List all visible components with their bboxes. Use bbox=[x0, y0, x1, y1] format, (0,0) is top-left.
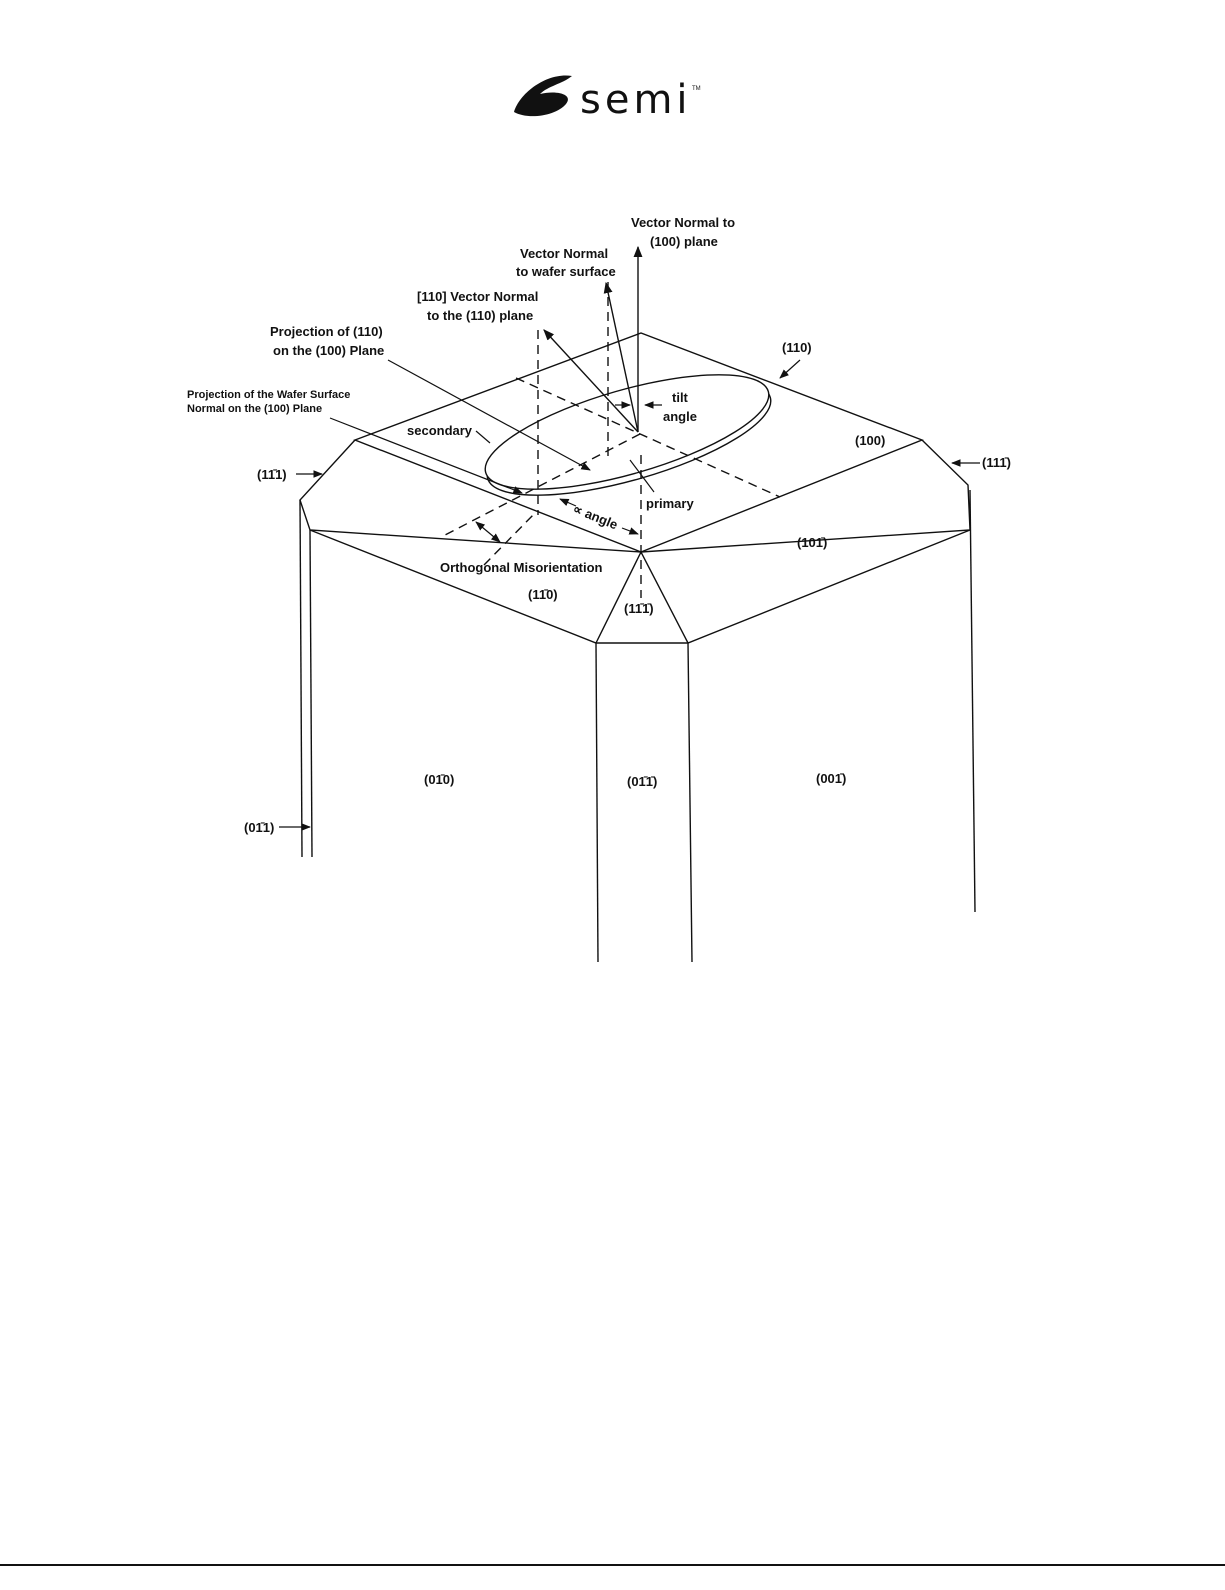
orthogonal-dashed-lower bbox=[483, 511, 537, 566]
bevel-front-triangle bbox=[595, 550, 689, 644]
plane-11m1: (111̄) bbox=[982, 455, 1011, 470]
edge-front-left bbox=[595, 642, 599, 963]
plane-110: (110) bbox=[782, 340, 812, 355]
label-primary: primary bbox=[646, 496, 694, 511]
vector-110 bbox=[543, 329, 639, 433]
label-projection-110-line2: on the (100) Plane bbox=[273, 343, 384, 358]
label-projection-110-line1: Projection of (110) bbox=[270, 324, 383, 339]
leader-projection-wafer bbox=[329, 417, 523, 494]
bevel-front bbox=[309, 529, 971, 644]
footer-rule bbox=[0, 1564, 1225, 1566]
semi-logo-trademark: TM bbox=[692, 86, 701, 92]
plane-0m10: (01̄0) bbox=[424, 772, 454, 787]
label-orthogonal-misorientation: Orthogonal Misorientation bbox=[440, 560, 603, 575]
plane-10m1: (101̄) bbox=[797, 535, 827, 550]
leader-primary bbox=[629, 459, 655, 493]
wafer-disc bbox=[484, 374, 772, 496]
vector-normal-wafer bbox=[603, 281, 639, 433]
plane-1m11: (11̄1) bbox=[257, 467, 287, 482]
edge-left-inner bbox=[309, 529, 313, 858]
label-tilt-line2: angle bbox=[663, 409, 697, 424]
label-vector-normal-100-line2: (100) plane bbox=[650, 234, 718, 249]
text-labels: Vector Normal to (100) plane Vector Norm… bbox=[187, 215, 1011, 835]
edge-right bbox=[969, 489, 976, 913]
orthogonal-arrow bbox=[475, 521, 501, 543]
leader-alpha-left bbox=[559, 498, 577, 507]
semi-logo-text: semi bbox=[580, 77, 692, 123]
plane-0m11: (01̄1) bbox=[244, 820, 274, 835]
label-projection-wafer-line2: Normal on the (100) Plane bbox=[187, 403, 322, 415]
plane-100: (100) bbox=[855, 433, 885, 448]
leader-lines bbox=[279, 359, 980, 831]
label-vector-normal-wafer-line1: Vector Normal bbox=[520, 246, 608, 261]
bevel-right bbox=[640, 439, 971, 553]
projection-110-dashed bbox=[515, 377, 781, 498]
label-secondary: secondary bbox=[407, 423, 473, 438]
leader-110-plane bbox=[779, 359, 801, 379]
label-tilt-line1: tilt bbox=[672, 390, 689, 405]
plane-1m1m1: (11̄1̄) bbox=[624, 601, 654, 616]
semi-logo-mark bbox=[514, 75, 572, 117]
label-projection-wafer-line1: Projection of the Wafer Surface bbox=[187, 389, 350, 401]
edge-front-right bbox=[687, 642, 693, 963]
dashed-reference-lines bbox=[444, 282, 781, 598]
label-vector-110-line1: [110] Vector Normal bbox=[417, 289, 538, 304]
edge-left-outer bbox=[299, 499, 303, 858]
leader-projection-110 bbox=[387, 359, 591, 471]
vectors bbox=[543, 245, 643, 433]
label-vector-normal-wafer-line2: to wafer surface bbox=[516, 264, 616, 279]
semi-logo: semi TM bbox=[514, 75, 701, 123]
label-vector-normal-100-line1: Vector Normal to bbox=[631, 215, 735, 230]
label-vector-110-line2: to the (110) plane bbox=[427, 308, 533, 323]
plane-00m1: (001̄) bbox=[816, 771, 846, 786]
plane-1m10: (11̄0) bbox=[528, 587, 558, 602]
leader-alpha-right bbox=[621, 527, 639, 535]
plane-0m1m1: (01̄1̄) bbox=[627, 774, 657, 789]
leader-secondary bbox=[475, 430, 491, 444]
